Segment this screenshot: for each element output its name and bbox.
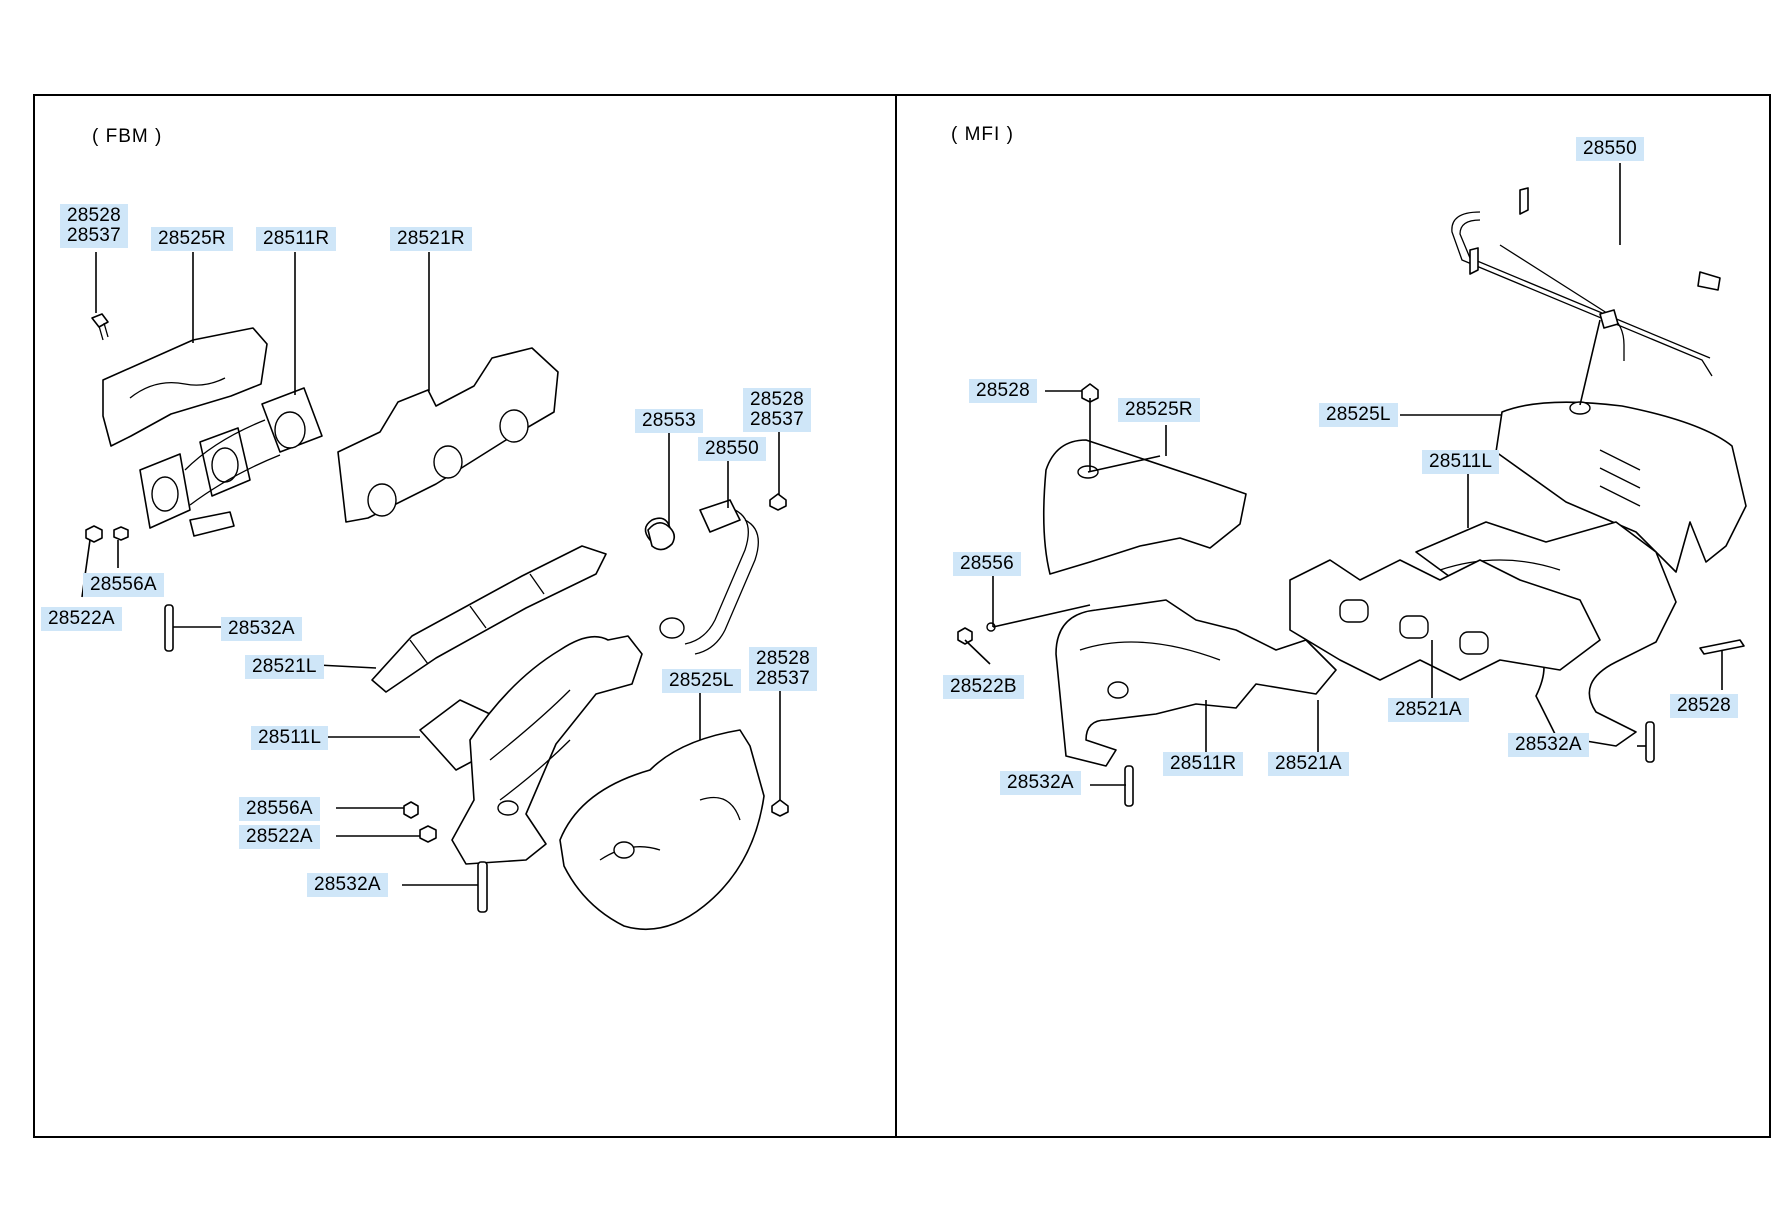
fbm-section-title: ( FBM ) [92,126,163,147]
gasket-28553-icon [647,522,676,551]
callout-28532A-lower[interactable]: 28532A [307,873,388,897]
bolt-28528-mfi-right-icon [1699,639,1745,655]
stud-28532A-lower-icon [477,861,488,913]
stud-28532A-mfi-left-icon [1124,765,1134,807]
stud-28532A-mfi-right-icon [1645,721,1655,763]
bolt-28528-mfi-icon [1081,383,1099,403]
callout-28521L[interactable]: 28521L [245,655,324,679]
callout-28550-mfi[interactable]: 28550 [1576,137,1644,161]
callout-28522B-mfi[interactable]: 28522B [943,675,1024,699]
gasket-28521R-icon [337,347,559,523]
callout-28521A-mfi-mid[interactable]: 28521A [1268,752,1349,776]
bolt-28537-lower-icon [771,799,789,817]
callout-28511R[interactable]: 28511R [256,227,337,251]
callout-28521R[interactable]: 28521R [390,227,472,251]
callout-28556A-lower[interactable]: 28556A [239,797,320,821]
callout-28525R-mfi[interactable]: 28525R [1118,398,1200,422]
callout-28521A-mfi-right[interactable]: 28521A [1388,698,1469,722]
mfi-section-title: ( MFI ) [951,124,1014,145]
callout-28525L[interactable]: 28525L [662,669,741,693]
callout-28511L-mfi[interactable]: 28511L [1422,450,1500,474]
heat-shield-28525L-mfi-icon [1495,401,1747,573]
callout-28532A-mfi-left[interactable]: 28532A [1000,771,1081,795]
exhaust-manifold-28511R-icon [139,387,323,537]
callout-28528-28537[interactable]: 28528 28537 [60,204,128,248]
exhaust-manifold-28511L-icon [419,635,643,865]
exhaust-manifold-28511R-mfi-icon [1055,599,1337,767]
pipe-28550-mfi-icon [1451,187,1721,377]
gasket-28521L-icon [371,545,607,693]
nut-28556A-icon [403,801,419,819]
gasket-28521A-mfi-icon [1289,559,1601,681]
callout-28528-28537-mid[interactable]: 28528 28537 [743,388,811,432]
callout-28553[interactable]: 28553 [635,409,703,433]
callout-28556A[interactable]: 28556A [83,573,164,597]
callout-28528-mfi-right[interactable]: 28528 [1670,694,1738,718]
right-panel-frame [895,94,1771,1138]
callout-28556-mfi[interactable]: 28556 [953,552,1021,576]
callout-28522A[interactable]: 28522A [41,607,122,631]
heat-shield-28525L-icon [559,729,765,931]
callout-28511R-mfi[interactable]: 28511R [1163,752,1244,776]
callout-28525R[interactable]: 28525R [151,227,233,251]
stud-28532A-icon [164,604,174,652]
nut-28522B-icon [957,627,973,645]
callout-28528-28537-low[interactable]: 28528 28537 [749,647,817,691]
callout-28532A-mfi-right[interactable]: 28532A [1508,733,1589,757]
callout-28528-mfi[interactable]: 28528 [969,379,1037,403]
callout-28511L[interactable]: 28511L [251,726,329,750]
bolt-28537-icon [769,493,787,511]
callout-28522A-lower[interactable]: 28522A [239,825,320,849]
heat-shield-28525R-icon [102,327,268,447]
bolt-28528-icon [91,313,109,341]
nut-28522A-lower-icon [419,825,437,843]
callout-28550[interactable]: 28550 [698,437,766,461]
callout-28532A[interactable]: 28532A [221,617,302,641]
nut-28522A-icon [85,525,129,543]
callout-28525L-mfi[interactable]: 28525L [1319,403,1398,427]
